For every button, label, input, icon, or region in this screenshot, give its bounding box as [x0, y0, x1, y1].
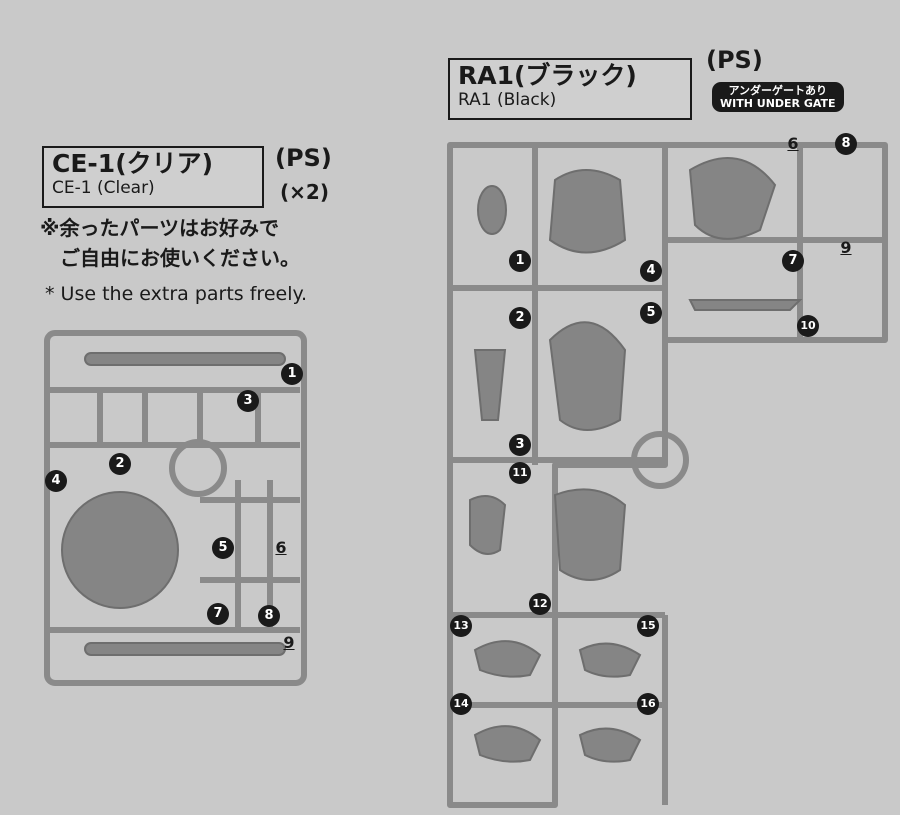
- ce1-material: (PS): [275, 144, 332, 172]
- ra1-part-2: 2: [509, 307, 531, 329]
- ra1-part-16: 16: [637, 693, 659, 715]
- ce1-part-3: 3: [237, 390, 259, 412]
- ra1-part-15: 15: [637, 615, 659, 637]
- ra1-part-4: 4: [640, 260, 662, 282]
- ce1-part-4: 4: [45, 470, 67, 492]
- ra1-part-6: 6: [787, 134, 799, 153]
- under-gate-badge: アンダーゲートあり WITH UNDER GATE: [712, 82, 844, 112]
- ra1-part-7: 7: [782, 250, 804, 272]
- ce1-part-2: 2: [109, 453, 131, 475]
- ce1-note-en: * Use the extra parts freely.: [45, 283, 308, 305]
- ce1-runner-label: CE-1(クリア) CE-1 (Clear): [42, 146, 264, 208]
- ra1-part-1: 1: [509, 250, 531, 272]
- ce1-part-6: 6: [275, 538, 287, 557]
- ce1-part-9: 9: [283, 633, 295, 652]
- ra1-runner-label: RA1(ブラック) RA1 (Black): [448, 58, 692, 120]
- ce1-title-jp: CE-1(クリア): [52, 149, 214, 178]
- ra1-part-11: 11: [509, 462, 531, 484]
- ra1-part-10: 10: [797, 315, 819, 337]
- under-gate-badge-en: WITH UNDER GATE: [720, 97, 836, 110]
- ra1-part-3: 3: [509, 434, 531, 456]
- ce1-note-jp-line2: ご自由にお使いください。: [60, 246, 300, 270]
- ra1-part-8: 8: [835, 133, 857, 155]
- ra1-part-12: 12: [529, 593, 551, 615]
- ra1-title-en: RA1 (Black): [458, 90, 557, 110]
- ce1-part-5: 5: [212, 537, 234, 559]
- under-gate-badge-jp: アンダーゲートあり: [728, 84, 828, 97]
- ra1-part-13: 13: [450, 615, 472, 637]
- ce1-note-jp-line1: ※余ったパーツはお好みで: [40, 216, 280, 240]
- ce1-part-8: 8: [258, 605, 280, 627]
- ra1-part-9: 9: [840, 238, 852, 257]
- ra1-title-jp: RA1(ブラック): [458, 61, 637, 90]
- ce1-part-7: 7: [207, 603, 229, 625]
- ce1-part-1: 1: [281, 363, 303, 385]
- ce1-title-en: CE-1 (Clear): [52, 178, 155, 198]
- ce1-quantity: (×2): [280, 180, 329, 204]
- ra1-part-14: 14: [450, 693, 472, 715]
- ra1-material: (PS): [706, 46, 763, 74]
- ra1-part-5: 5: [640, 302, 662, 324]
